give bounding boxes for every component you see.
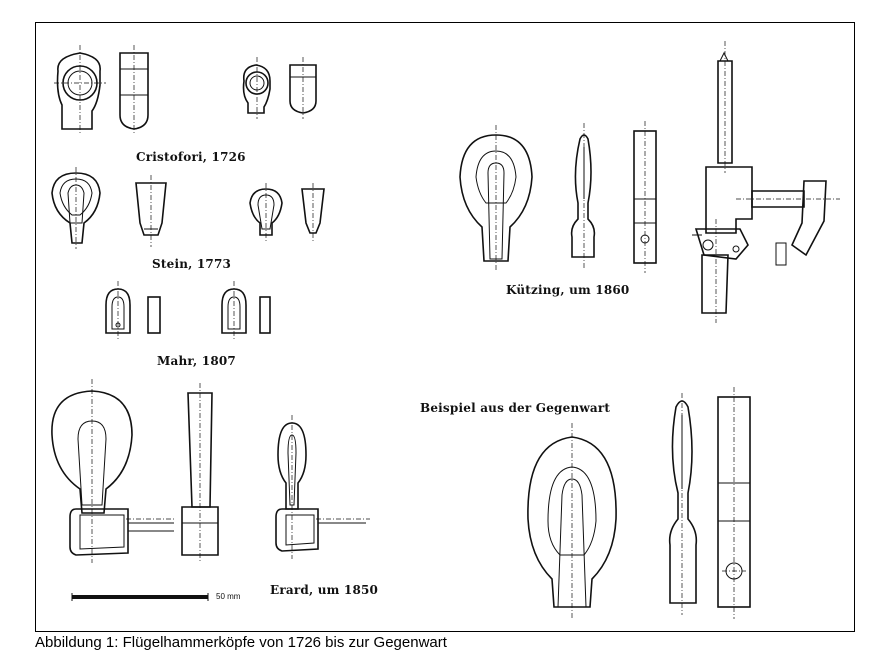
cristofori-hammer-front-2 xyxy=(289,57,317,119)
figure-caption: Abbildung 1: Flügelhammerköpfe von 1726 … xyxy=(35,634,447,651)
modern-hammer-profile xyxy=(668,393,698,615)
kuetzing-hammer-side xyxy=(459,125,533,271)
label-stein: Stein, 1773 xyxy=(152,257,232,271)
stein-hammer-front-1 xyxy=(135,175,167,247)
kuetzing-action-mechanism xyxy=(692,41,840,323)
label-gegenwart: Beispiel aus der Gegenwart xyxy=(420,401,611,415)
kuetzing-hammer-front xyxy=(633,121,657,273)
cristofori-hammer-side-1 xyxy=(54,45,106,135)
mahr-hammer-side-2 xyxy=(221,281,247,341)
erard-hammer-front-large xyxy=(181,383,219,563)
mahr-hammer-side-1 xyxy=(105,281,131,341)
label-erard: Erard, um 1850 xyxy=(270,583,379,597)
cristofori-hammer-side-2 xyxy=(242,57,271,119)
label-kuetzing: Kützing, um 1860 xyxy=(506,283,630,297)
label-cristofori: Cristofori, 1726 xyxy=(136,150,246,164)
mahr-hammer-front-1 xyxy=(147,296,161,334)
mahr-hammer-front-2 xyxy=(259,296,271,334)
modern-hammer-front xyxy=(717,387,751,619)
erard-hammer-side-small xyxy=(275,415,370,559)
kuetzing-hammer-profile xyxy=(570,123,596,269)
label-mahr: Mahr, 1807 xyxy=(157,354,236,368)
scale-bar-label: 50 mm xyxy=(216,592,241,601)
hammer-heads-drawing xyxy=(51,41,840,619)
figure-frame: Cristofori, 1726 Stein, 1773 Mahr, 1807 … xyxy=(35,22,855,632)
stein-hammer-front-2 xyxy=(301,183,325,241)
stein-hammer-side-2 xyxy=(249,183,283,241)
cristofori-hammer-front-1 xyxy=(119,45,149,135)
scale-bar xyxy=(71,593,209,601)
stein-hammer-side-1 xyxy=(51,167,101,249)
erard-hammer-side-large xyxy=(51,379,176,563)
modern-hammer-side xyxy=(527,423,617,619)
